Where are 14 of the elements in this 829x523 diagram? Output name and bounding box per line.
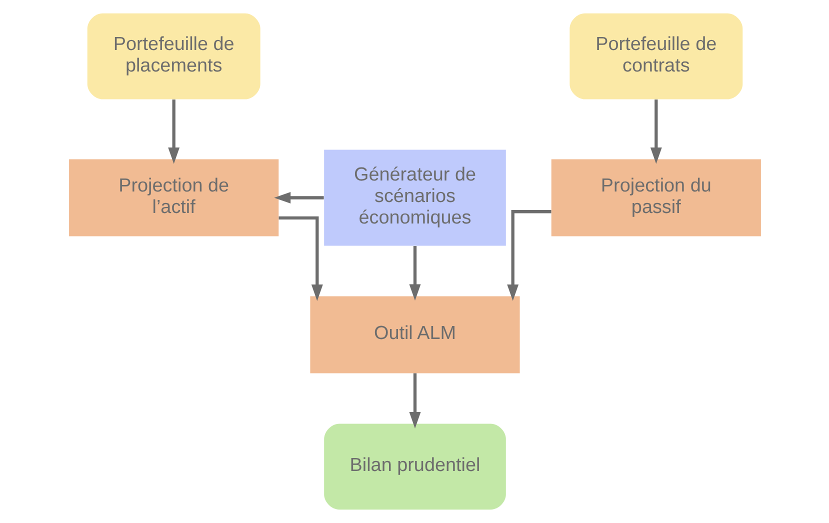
arrow — [168, 100, 180, 164]
node-box: Générateur de scénarios économiques — [324, 150, 506, 246]
node-box: Projection de l’actif — [68, 159, 278, 236]
arrow — [408, 373, 420, 428]
arrow — [274, 192, 324, 204]
node-box: Portefeuille de contrats — [569, 13, 742, 100]
node-box: Projection du passif — [550, 159, 760, 236]
node-box: Outil ALM — [310, 296, 520, 374]
arrow — [650, 100, 662, 164]
arrow — [278, 216, 322, 301]
arrow — [506, 210, 551, 301]
arrow — [408, 246, 420, 301]
node-box: Portefeuille de placements — [86, 13, 260, 100]
node-box: Bilan prudentiel — [324, 424, 506, 510]
